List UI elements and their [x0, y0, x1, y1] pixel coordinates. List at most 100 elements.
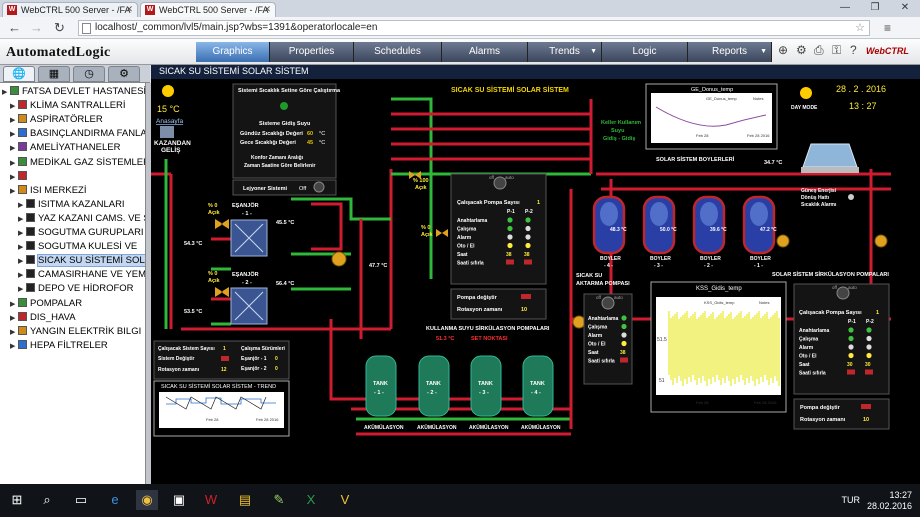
back-arrow-icon[interactable]: ← [8, 20, 21, 35]
expand-arrow-icon[interactable]: ▶ [18, 201, 24, 209]
geographic-tab-icon[interactable]: 🌐 [3, 66, 35, 82]
close-tab-icon[interactable]: ✕ [263, 4, 271, 14]
tree-item[interactable]: ▶POMPALAR [10, 297, 82, 310]
valve100-icon[interactable] [409, 171, 421, 179]
store-icon[interactable]: ▣ [172, 492, 186, 507]
tree-item[interactable]: ▶YAZ KAZANI CAMS. VE SICAK [18, 212, 145, 225]
forward-arrow-icon[interactable]: → [30, 20, 43, 35]
link-icon[interactable]: ⊕ [778, 43, 789, 57]
aktarma-pump-icon[interactable] [572, 315, 586, 329]
trend-ge-donus[interactable]: GE_Donus_temp GE_Donus_temp Notes Feb 28… [645, 83, 778, 150]
vd-app-icon[interactable]: V [340, 492, 350, 507]
chrome-icon[interactable]: ◉ [136, 490, 158, 510]
gunduz-value[interactable]: 60 [307, 131, 313, 137]
search-icon[interactable]: ⌕ [43, 492, 51, 507]
circ-pump-left-icon[interactable] [331, 251, 347, 267]
menu-logic[interactable]: Logic [602, 42, 688, 62]
svg-text:1[interactable]: 1 [537, 200, 540, 206]
browser-menu-icon[interactable]: ≡ [884, 21, 892, 35]
config-icon[interactable]: ⚙ [796, 43, 807, 57]
excel-icon[interactable]: X [306, 492, 316, 507]
mid-mode-knob-icon[interactable] [601, 296, 615, 310]
tree-item[interactable]: ▶ [10, 170, 30, 183]
tree-item[interactable]: ▶SICAK SU SİSTEMİ SOLAR [18, 254, 145, 268]
reset-hours-button[interactable] [847, 369, 855, 375]
expand-arrow-icon[interactable]: ▶ [18, 258, 24, 266]
expand-arrow-icon[interactable]: ▶ [18, 230, 24, 237]
tree-item[interactable]: ▶YANGIN ELEKTRİK BILGI [10, 325, 141, 338]
menu-graphics[interactable]: Graphics [196, 42, 270, 62]
menu-reports[interactable]: Reports▼ [688, 42, 772, 62]
pompa-degistir-button[interactable] [521, 294, 531, 299]
tank-2[interactable]: TANK- 2 -AKÜMÜLASYON [417, 355, 457, 431]
reset-hours-button[interactable] [506, 259, 514, 265]
system-clock[interactable]: 13:27 28.02.2016 [867, 490, 912, 512]
ex1-valve-icon[interactable] [215, 219, 229, 229]
input-language[interactable]: TUR [841, 495, 861, 505]
svg-text:12[interactable]: 12 [221, 367, 227, 373]
expand-arrow-icon[interactable]: ▶ [10, 117, 16, 125]
menu-schedules[interactable]: Schedules [354, 42, 442, 62]
svg-text:10[interactable]: 10 [863, 417, 869, 423]
tree-item[interactable]: ▶ASPİRATÖRLER [10, 113, 103, 126]
lejyoner-toggle[interactable]: Lejyoner Sistemi Off [232, 179, 337, 196]
help-icon[interactable]: ? [850, 43, 857, 57]
expand-arrow-icon[interactable]: ▶ [10, 103, 16, 111]
tree-item[interactable]: ▶ISITMA KAZANLARI [18, 198, 125, 211]
svg-text:10[interactable]: 10 [521, 307, 527, 313]
windows-start-icon[interactable]: ⊞ [11, 492, 23, 507]
bookmark-star-icon[interactable]: ☆ [855, 22, 865, 34]
app-icon[interactable]: ✎ [273, 492, 285, 507]
tree-item[interactable]: ▶KLİMA SANTRALLERİ [10, 99, 126, 112]
expand-arrow-icon[interactable]: ▶ [10, 131, 16, 139]
tree-item[interactable]: ▶HEPA FİLTRELER [10, 339, 108, 352]
panel-splitter[interactable] [146, 83, 151, 484]
tree-item[interactable]: ▶AMELİYATHANELER [10, 141, 120, 154]
minimize-icon[interactable]: — [840, 2, 850, 13]
tank-1[interactable]: TANK- 1 -AKÜMÜLASYON [364, 355, 404, 431]
task-view-icon[interactable]: ▭ [74, 492, 88, 507]
expand-arrow-icon[interactable]: ▶ [10, 342, 16, 350]
expand-arrow-icon[interactable]: ▶ [18, 215, 24, 223]
right-mode-knob-icon[interactable] [836, 286, 850, 300]
browser-tab-2[interactable]: W WebCTRL 500 Server - /FA ✕ [140, 2, 276, 17]
menu-trends[interactable]: Trends▼ [528, 42, 602, 62]
browser-tab-1[interactable]: W WebCTRL 500 Server - /FA ✕ [2, 2, 138, 17]
expand-arrow-icon[interactable]: ▶ [10, 145, 16, 153]
solar-pump-1-icon[interactable] [776, 234, 790, 248]
solar-collector[interactable] [801, 143, 859, 173]
print-icon[interactable]: ⎙ [814, 43, 824, 57]
tree-item[interactable]: ▶MEDİKAL GAZ SİSTEMLERİ [10, 156, 145, 169]
tree-item[interactable]: ▶ISI MERKEZİ [10, 184, 86, 197]
trend-kss-gidis[interactable]: KSS_Gidis_temp KSS_Gidis_temp Notes 51.5… [650, 281, 787, 413]
expand-arrow-icon[interactable]: ▶ [2, 89, 8, 96]
svg-text:1[interactable]: 1 [876, 310, 879, 316]
pompa-degistir-right-button[interactable] [861, 404, 871, 409]
expand-arrow-icon[interactable]: ▶ [18, 272, 24, 280]
schedule-tab-icon[interactable]: ◷ [73, 66, 105, 82]
exchanger-1[interactable]: EŞANJÖR - 1 - [230, 202, 268, 257]
expand-arrow-icon[interactable]: ▶ [10, 173, 16, 181]
menu-alarms[interactable]: Alarms [442, 42, 528, 62]
system-config-tab-icon[interactable]: ⚙ [108, 66, 140, 82]
url-input[interactable]: localhost/_common/lvl5/main.jsp?wbs=1391… [78, 20, 870, 36]
tree-item[interactable]: ▶DIS_HAVA [10, 311, 76, 324]
weather-widget[interactable]: 15 °C Anasayfa [156, 85, 183, 125]
tree-item[interactable]: ▶BASINÇLANDIRMA FANLARI [10, 127, 145, 140]
valve0-icon[interactable] [436, 229, 448, 237]
menu-properties[interactable]: Properties [270, 42, 354, 62]
tree-item[interactable]: ▶SOGUTMA KULESİ VE [18, 240, 137, 253]
reset-hours-button[interactable] [865, 369, 873, 375]
edge-browser-icon[interactable]: e [111, 492, 119, 507]
reset-hours-button[interactable] [620, 357, 628, 363]
reload-icon[interactable]: ↻ [54, 20, 65, 35]
expand-arrow-icon[interactable]: ▶ [10, 187, 16, 195]
tree-item[interactable]: ▶DEPO VE HİDROFOR [18, 282, 134, 295]
expand-arrow-icon[interactable]: ▶ [18, 286, 24, 294]
reset-hours-button[interactable] [524, 259, 532, 265]
expand-arrow-icon[interactable]: ▶ [10, 328, 16, 336]
